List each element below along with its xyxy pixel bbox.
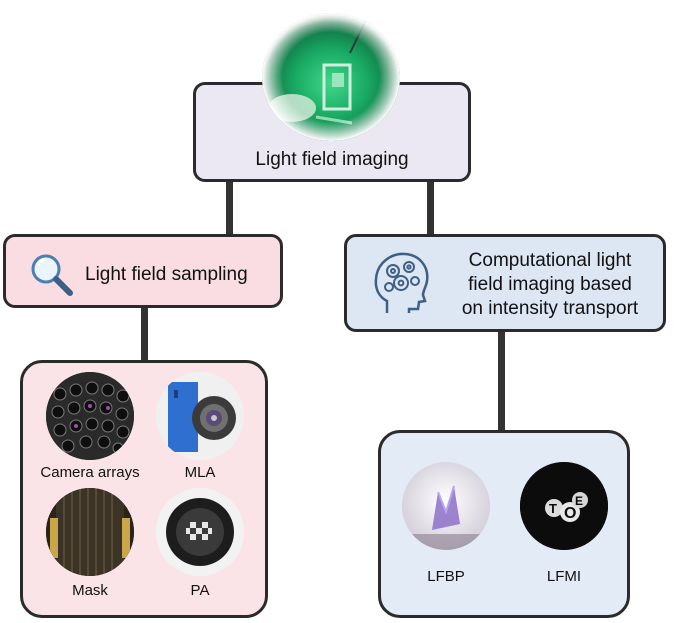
computational-imaging-label: Computational light field imaging based … bbox=[443, 249, 657, 321]
lfmi-label: LFMI bbox=[546, 568, 582, 585]
mla-image bbox=[156, 372, 244, 460]
connector-left-gallery bbox=[141, 304, 148, 362]
computational-imaging-line-2: field imaging based bbox=[468, 274, 632, 295]
camera-arrays-label: Camera arrays bbox=[40, 464, 140, 481]
lfmi-image: T O E bbox=[520, 462, 608, 550]
computational-imaging-box: Computational light field imaging based … bbox=[344, 234, 666, 332]
pa-image bbox=[156, 488, 244, 576]
svg-text:T: T bbox=[549, 501, 557, 516]
magnifier-icon bbox=[26, 249, 76, 299]
lfbp-image bbox=[402, 462, 490, 550]
connector-root-right bbox=[427, 180, 434, 236]
lfbp-label: LFBP bbox=[427, 568, 465, 585]
connector-right-gallery bbox=[498, 330, 505, 432]
light-field-sampling-box: Light field sampling bbox=[3, 234, 283, 308]
camera-arrays-image bbox=[46, 372, 134, 460]
mla-label: MLA bbox=[184, 464, 216, 481]
root-label: Light field imaging bbox=[255, 149, 409, 170]
mask-label: Mask bbox=[72, 582, 108, 599]
connector-root-left bbox=[226, 180, 233, 236]
svg-text:O: O bbox=[564, 505, 576, 522]
computational-imaging-line-3: on intensity transport bbox=[461, 298, 639, 319]
pa-label: PA bbox=[190, 582, 210, 599]
computational-imaging-line-1: Computational light bbox=[468, 250, 632, 271]
mask-image bbox=[46, 488, 134, 576]
light-field-sampling-label: Light field sampling bbox=[85, 264, 248, 285]
light-field-photo bbox=[262, 13, 400, 141]
svg-text:E: E bbox=[575, 494, 583, 508]
head-gears-icon bbox=[365, 247, 437, 319]
